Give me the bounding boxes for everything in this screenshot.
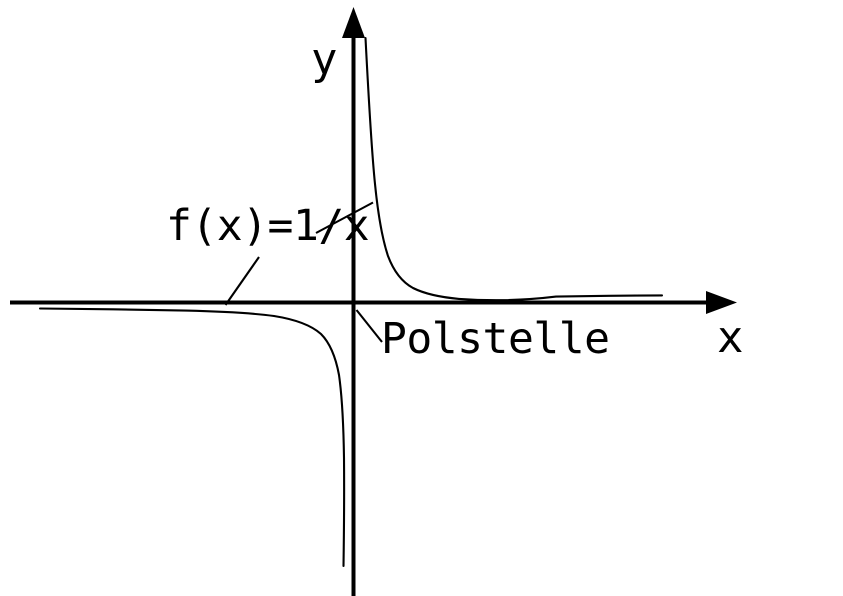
leader-line-function-upper [315,201,374,234]
curve-right-branch [364,36,664,302]
polstelle-annotation-label: Polstelle [381,314,610,364]
x-axis-label: x [717,312,744,363]
x-axis-arrowhead-icon [706,291,737,314]
y-axis-arrowhead-icon [342,7,365,38]
x-axis [10,291,737,314]
leader-line-function-lower [224,256,260,306]
y-axis [342,7,365,596]
leader-line-polstelle [355,309,383,343]
y-axis-label: y [311,34,338,85]
function-annotation-label: f(x)=1/x [166,201,370,251]
curve-left-branch [38,307,346,568]
